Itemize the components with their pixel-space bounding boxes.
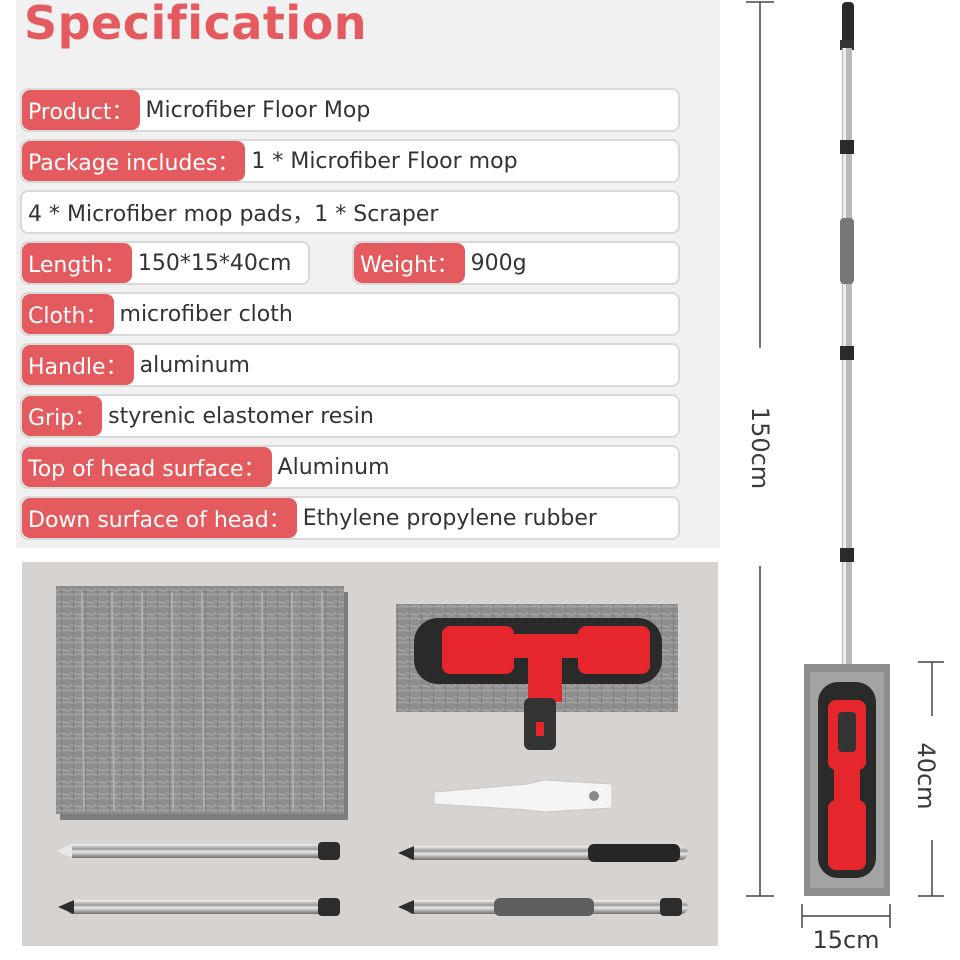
height-dimension-line (746, 1, 774, 897)
mop-pads-stack (56, 586, 348, 820)
spec-value-package: 1 * Microfiber Floor mop (251, 148, 518, 174)
spec-label-length: Length： (22, 243, 132, 283)
spec-value-package-continued: 4 * Microfiber mop pads，1 * Scraper (28, 202, 439, 227)
spec-value-weight: 900g (470, 250, 527, 276)
mop-head (396, 604, 678, 750)
width-dimension-label: 15cm (812, 926, 880, 954)
assembled-mop-illustration (746, 1, 944, 928)
package-contents-photo (22, 562, 718, 946)
handle-segment-4 (398, 898, 688, 916)
spec-value-handle: aluminum (139, 352, 250, 378)
depth-dimension-line (918, 661, 944, 897)
spec-row-length: Length： 150*15*40cm (20, 241, 310, 285)
spec-value-length: 150*15*40cm (137, 250, 292, 276)
width-dimension-line (801, 904, 891, 928)
spec-label-grip: Grip： (22, 396, 103, 436)
spec-row-handle: Handle： aluminum (20, 343, 680, 387)
spec-label-package: Package includes： (22, 141, 246, 181)
handle-segment-1 (56, 842, 340, 860)
spec-row-package-continued: 4 * Microfiber mop pads，1 * Scraper (20, 190, 680, 234)
scraper (433, 779, 613, 813)
handle-segment-3 (398, 844, 688, 862)
depth-dimension-label: 40cm (912, 742, 940, 810)
spec-label-top-surface: Top of head surface： (22, 447, 272, 487)
spec-row-grip: Grip： styrenic elastomer resin (20, 394, 680, 438)
spec-value-product: Microfiber Floor Mop (145, 97, 371, 123)
spec-label-weight: Weight： (354, 243, 465, 283)
handle-segment-2 (58, 898, 340, 916)
spec-row-top-surface: Top of head surface： Aluminum (20, 445, 680, 489)
spec-row-package: Package includes： 1 * Microfiber Floor m… (20, 139, 680, 183)
package-contents-illustration (56, 586, 688, 916)
spec-row-down-surface: Down surface of head： Ethylene propylene… (20, 496, 680, 540)
spec-row-cloth: Cloth： microfiber cloth (20, 292, 680, 336)
mop-pole (840, 2, 854, 688)
spec-value-cloth: microfiber cloth (119, 301, 293, 327)
spec-label-handle: Handle： (22, 345, 134, 385)
spec-label-down-surface: Down surface of head： (22, 498, 297, 538)
spec-label-product: Product： (22, 90, 140, 130)
spec-label-cloth: Cloth： (22, 294, 114, 334)
assembled-mop-dimensions: 150cm 40cm 15cm (730, 0, 960, 960)
height-dimension-label: 150cm (746, 406, 774, 490)
spec-row-product: Product： Microfiber Floor Mop (20, 88, 680, 132)
spec-value-down-surface: Ethylene propylene rubber (302, 505, 597, 531)
page-title: Specification (24, 0, 367, 50)
mop-head-upright (804, 664, 890, 896)
spec-value-top-surface: Aluminum (277, 454, 390, 480)
spec-row-weight: Weight： 900g (352, 241, 680, 285)
spec-value-grip: styrenic elastomer resin (108, 403, 374, 429)
